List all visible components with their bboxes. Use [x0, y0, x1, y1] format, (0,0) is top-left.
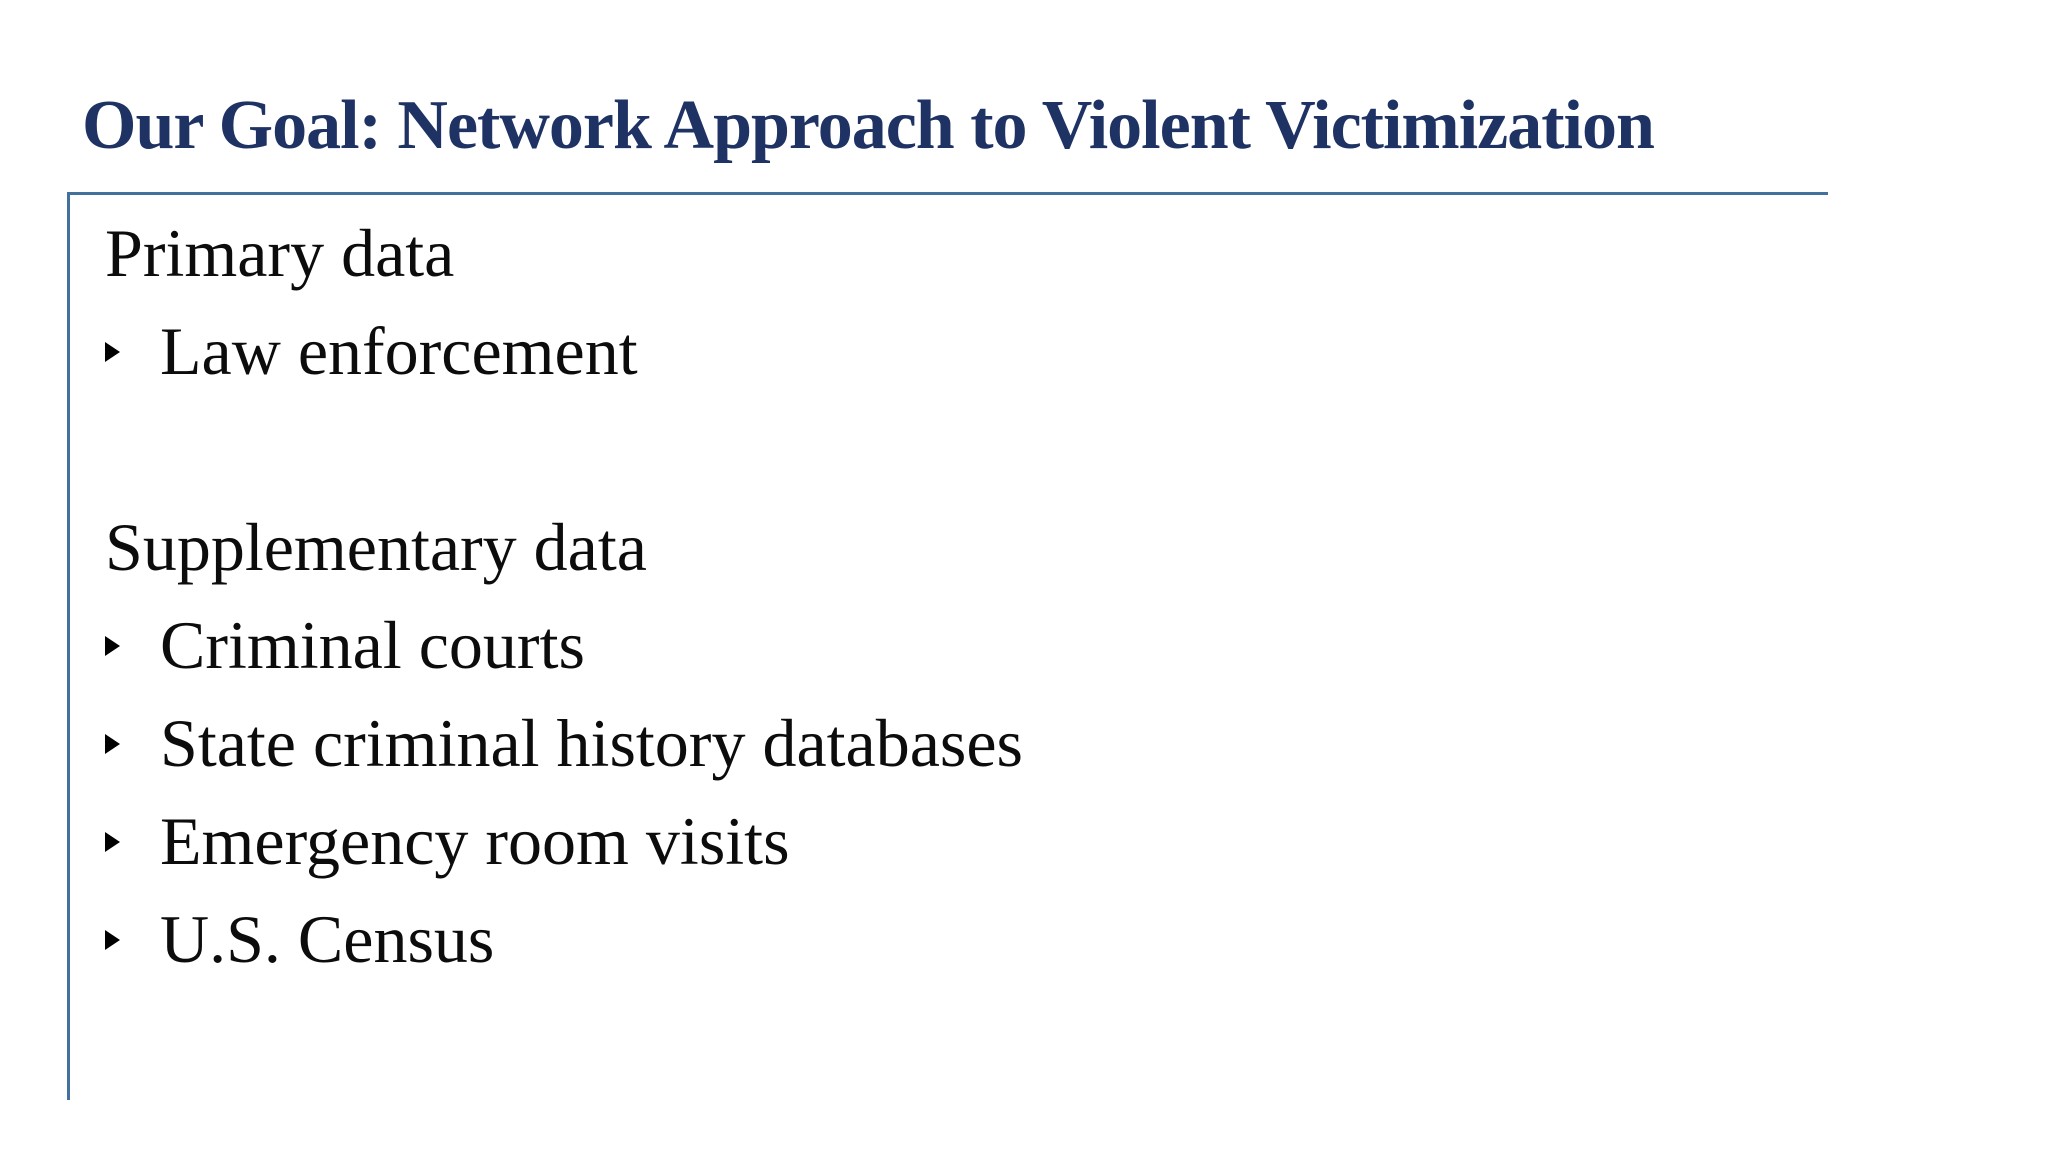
bullet-triangle-icon	[105, 734, 120, 754]
section-heading-label: Primary data	[105, 215, 455, 291]
bullet-item: Law enforcement	[105, 302, 1828, 400]
bullet-item: State criminal history databases	[105, 694, 1828, 792]
bullet-item-label: State criminal history databases	[160, 705, 1023, 781]
bullet-item-label: Emergency room visits	[160, 803, 790, 879]
section-heading: Supplementary data	[105, 498, 1828, 596]
slide-title: Our Goal: Network Approach to Violent Vi…	[82, 86, 1655, 164]
section-heading-label: Supplementary data	[105, 509, 647, 585]
bullet-item: Emergency room visits	[105, 792, 1828, 890]
bullet-item: Criminal courts	[105, 596, 1828, 694]
section-heading: Primary data	[105, 204, 1828, 302]
bullet-item-label: U.S. Census	[160, 901, 495, 977]
bullet-item-label: Criminal courts	[160, 607, 585, 683]
bullet-triangle-icon	[105, 636, 120, 656]
bullet-triangle-icon	[105, 930, 120, 950]
bullet-triangle-icon	[105, 342, 120, 362]
bullet-item-label: Law enforcement	[160, 313, 638, 389]
bullet-triangle-icon	[105, 832, 120, 852]
content-box: Primary data Law enforcement Supplementa…	[67, 192, 1828, 1100]
blank-line	[105, 400, 1828, 498]
bullet-item: U.S. Census	[105, 890, 1828, 988]
